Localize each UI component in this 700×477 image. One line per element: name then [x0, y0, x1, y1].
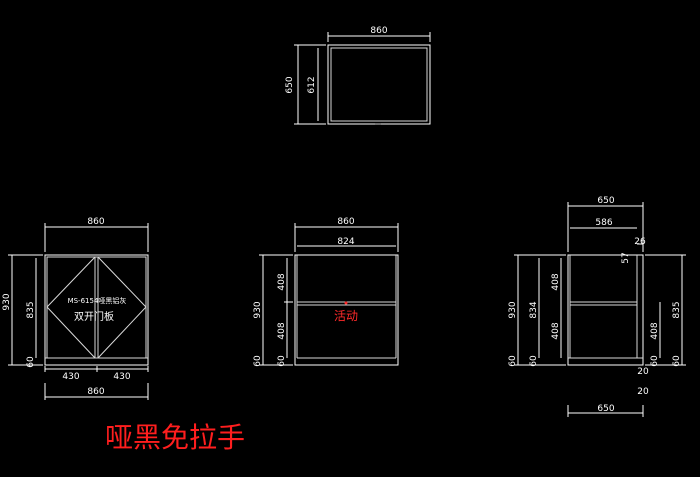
- front-height-outer-dim: 930: [2, 293, 12, 310]
- side-offset-top-dim: 26: [634, 237, 646, 247]
- side-height-outer-dim: 930: [508, 301, 518, 318]
- inner-base-a-dim: 60: [277, 355, 287, 367]
- side-depth-inner-dim: 586: [595, 218, 612, 228]
- top-view-outer-box: [327, 44, 431, 125]
- front-base-dim: 60: [26, 356, 36, 368]
- front-width-top-dim: 860: [87, 217, 104, 227]
- side-shelf-lower-dim: 408: [551, 322, 561, 339]
- model-label: MS-6154哑黑铝灰: [68, 296, 127, 305]
- inner-height-outer-dim: 930: [253, 301, 263, 318]
- side-depth-bottom-dim: 650: [597, 404, 614, 414]
- left-door: [46, 256, 96, 359]
- side-height-inner-a-dim: 834: [529, 301, 539, 318]
- side-cabinet-outline: [567, 254, 644, 366]
- side-right-shelf-dim: 408: [650, 322, 660, 339]
- side-base-c-dim: 60: [650, 355, 660, 367]
- inner-width-inner-dim: 824: [337, 237, 354, 247]
- top-depth-inner-dim: 612: [307, 76, 317, 93]
- inner-base-b-dim: 60: [253, 355, 263, 367]
- front-view: 860 MS-6154哑黑铝灰 双开门板 930 835 60 430 430 …: [2, 217, 149, 400]
- shelf-adjustable-label: 活动: [334, 309, 358, 323]
- side-base-right-dim: 60: [672, 355, 682, 367]
- top-width-dim: 860: [370, 26, 387, 36]
- side-offset-small-dim: 57: [621, 252, 631, 263]
- drawing-title: 哑黑免拉手: [105, 421, 245, 454]
- top-view: 860 650 612: [285, 26, 431, 125]
- side-height-inner-b-dim: 835: [672, 301, 682, 318]
- side-small-b-dim: 20: [637, 387, 649, 397]
- inner-width-outer-dim: 860: [337, 217, 354, 227]
- inner-cabinet-outline: [294, 254, 399, 366]
- side-depth-outer-dim: 650: [597, 196, 614, 206]
- front-cabinet-outline: [44, 254, 149, 366]
- front-height-inner-dim: 835: [26, 301, 36, 318]
- front-width-bottom-dim: 860: [87, 387, 104, 397]
- inner-shelf-upper-dim: 408: [277, 273, 287, 290]
- side-view: 650 586 26 57 930 834 408 408 60 60 835 …: [508, 196, 686, 417]
- right-door: [97, 256, 147, 359]
- side-base-b-dim: 60: [529, 355, 539, 367]
- door-type-label: 双开门板: [74, 310, 114, 323]
- front-half-left-dim: 430: [62, 372, 79, 382]
- side-base-a-dim: 60: [508, 355, 518, 367]
- side-small-a-dim: 20: [637, 367, 649, 377]
- inner-view: 860 824 活动 930 408 408 60 60: [253, 217, 399, 367]
- inner-shelf-lower-dim: 408: [277, 322, 287, 339]
- top-view-inner-box: [330, 47, 428, 122]
- side-shelf-upper-dim: 408: [551, 273, 561, 290]
- top-depth-outer-dim: 650: [285, 76, 295, 93]
- front-half-right-dim: 430: [113, 372, 130, 382]
